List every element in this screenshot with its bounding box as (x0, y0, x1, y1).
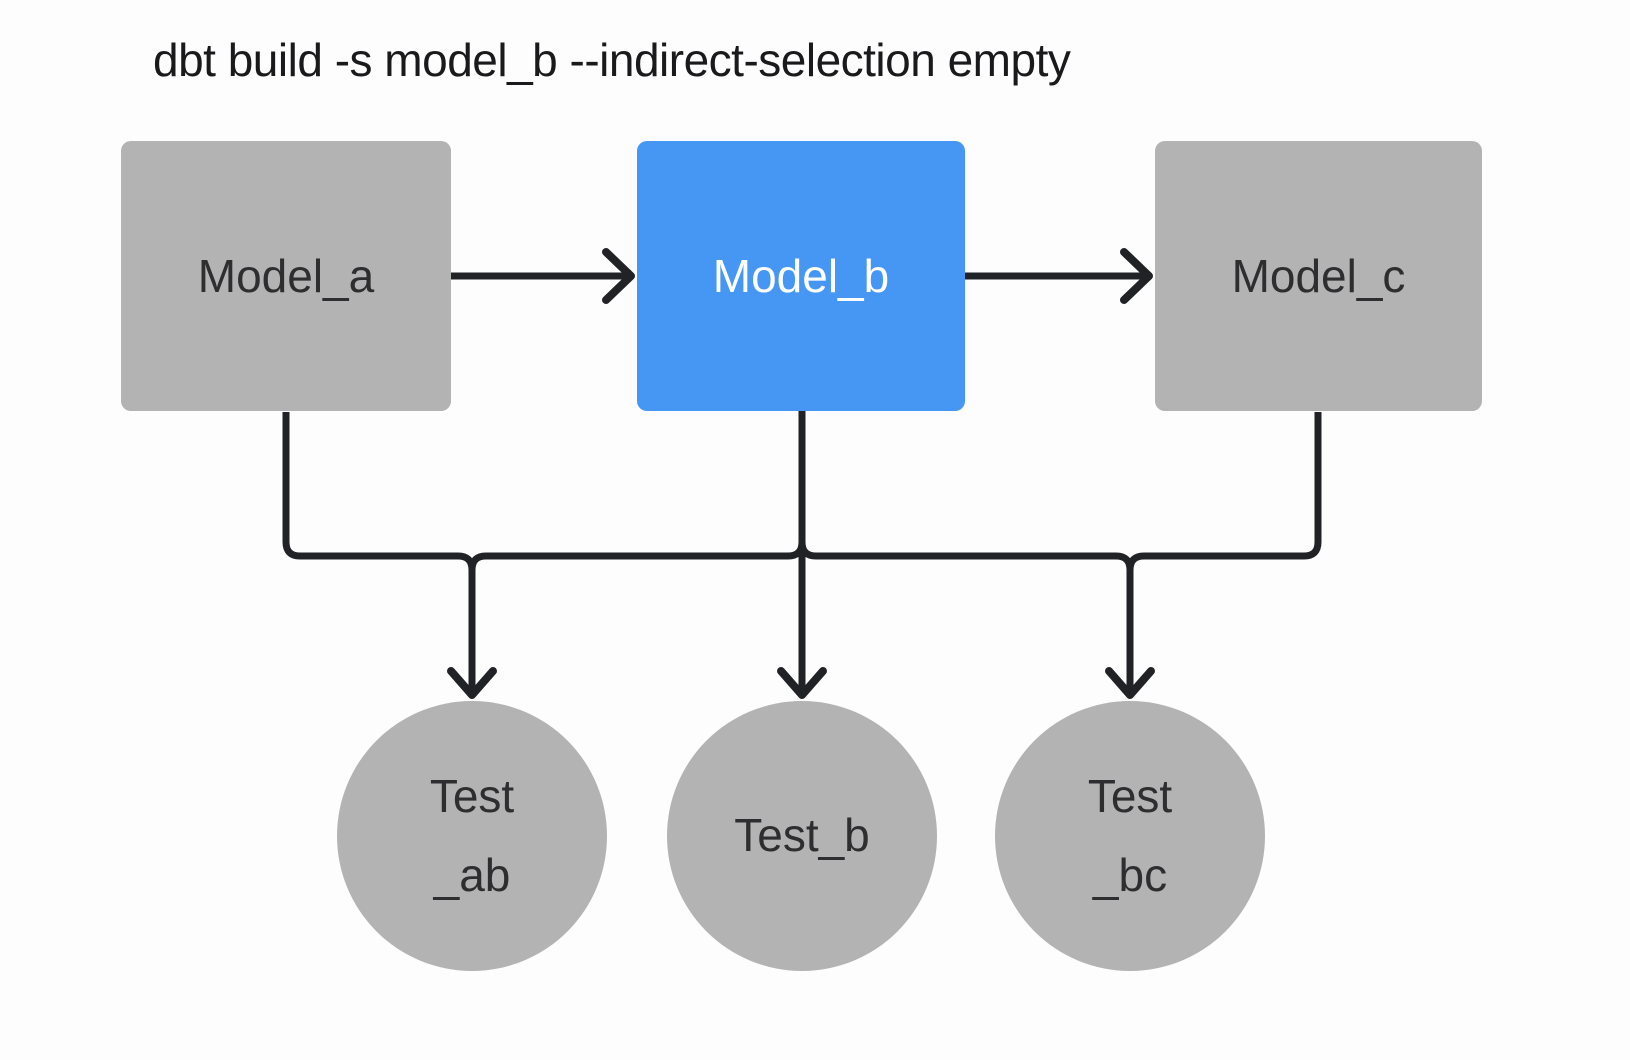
edge-model-b-to-test-bc (798, 411, 1134, 600)
node-test-bc-label-line2: _bc (1092, 849, 1168, 901)
node-model-b-selected: Model_b (637, 141, 965, 411)
node-model-b-label: Model_b (712, 250, 890, 302)
node-model-c-label: Model_c (1231, 250, 1406, 302)
node-test-b: Test_b (667, 701, 937, 971)
arrowhead-test-b-icon (777, 667, 827, 699)
arrowhead-test-bc-icon (1105, 667, 1155, 699)
node-model-c: Model_c (1155, 141, 1482, 411)
node-test-bc: Test _bc (995, 701, 1265, 971)
edge-model-c-to-test-bc (1126, 412, 1322, 690)
node-test-ab-label-line1: Test (429, 769, 515, 822)
node-test-ab-label-line2: _ab (433, 849, 511, 901)
node-model-a: Model_a (121, 141, 451, 411)
diagram-title: dbt build -s model_b --indirect-selectio… (153, 34, 1071, 86)
arrowhead-model-b-icon (602, 248, 635, 304)
arrowhead-model-c-icon (1120, 248, 1153, 304)
node-test-b-label: Test_b (734, 809, 870, 862)
node-test-bc-label-line1: Test (1087, 769, 1173, 822)
arrowhead-test-ab-icon (447, 667, 497, 699)
edge-model-b-to-test-ab (468, 411, 806, 600)
edge-model-a-to-test-ab (282, 412, 476, 690)
node-model-a-label: Model_a (197, 250, 375, 302)
node-test-ab: Test _ab (337, 701, 607, 971)
